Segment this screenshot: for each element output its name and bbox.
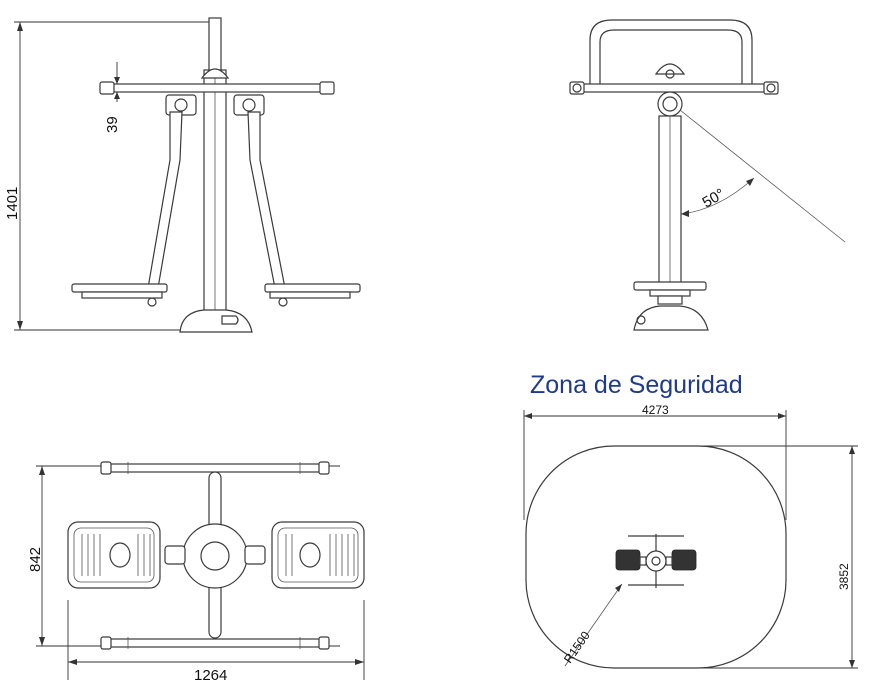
front-height-dimension-line [14, 21, 215, 331]
top-rear-handlebar [109, 638, 321, 648]
zone-equipment-footprint [615, 534, 697, 588]
top-front-handlebar [109, 463, 321, 473]
side-base [633, 305, 709, 331]
front-right-pedal [264, 283, 361, 293]
front-left-leg [147, 111, 183, 289]
handle-offset-dimension: 39 [104, 116, 121, 133]
side-pedal [633, 281, 707, 291]
top-view: 842 1264 [27, 461, 365, 684]
top-left-pedal [67, 521, 161, 589]
side-handlebar [581, 83, 769, 93]
front-right-leg [247, 111, 286, 289]
front-handlebar [111, 83, 323, 93]
front-view: 1401 39 [4, 17, 361, 333]
side-angle-dimension: 50° [700, 185, 728, 211]
safety-zone-title: Zona de Seguridad [530, 371, 743, 399]
side-curved-handle [589, 19, 753, 88]
zone-depth-dimension: 3852 [837, 563, 851, 590]
top-width-dimension-line [67, 600, 365, 680]
front-left-pedal [71, 283, 168, 293]
zone-depth-dimension-line [700, 445, 858, 669]
top-depth-dimension: 842 [27, 547, 44, 572]
front-height-dimension: 1401 [4, 187, 21, 220]
side-pivot [657, 91, 683, 117]
safety-zone-boundary [525, 445, 787, 669]
top-width-dimension: 1264 [194, 667, 227, 684]
side-view: 50° [569, 19, 846, 331]
zone-width-dimension-line [523, 410, 787, 520]
zone-width-dimension: 4273 [642, 403, 669, 417]
safety-zone-view: Zona de Seguridad 4273 3852 R1500 [523, 371, 858, 669]
zone-radius-leader [564, 583, 623, 667]
front-base [179, 309, 253, 333]
top-right-pedal [271, 521, 365, 589]
